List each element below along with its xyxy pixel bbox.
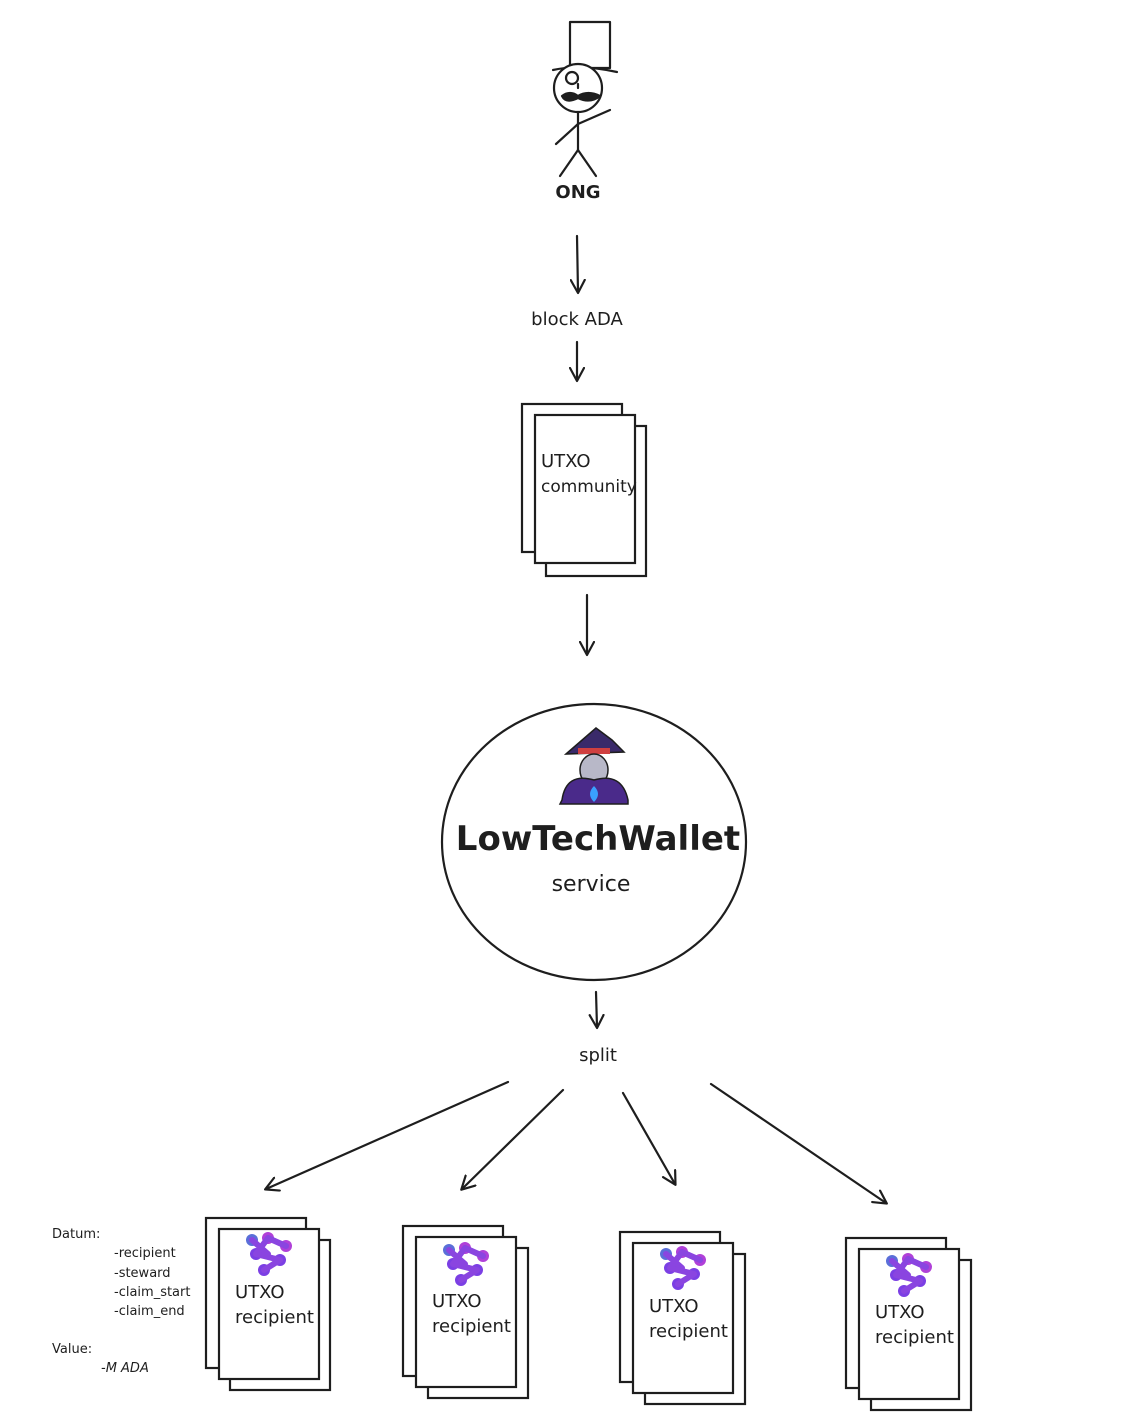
lowtechwallet-service: LowTechWallet service	[440, 702, 748, 982]
datum-title: Datum:	[52, 1227, 100, 1242]
recipient-utxo-line2: recipient	[649, 1321, 728, 1342]
recipient-utxo-card: UTXO recipient	[204, 1216, 332, 1392]
community-utxo-card: UTXO community	[520, 402, 648, 578]
community-utxo-line1: UTXO	[541, 451, 591, 472]
recipient-utxo-line1: UTXO	[235, 1282, 285, 1303]
stick-figure-icon	[552, 62, 612, 178]
service-title: LowTechWallet	[456, 819, 740, 859]
arrow-split-to-recipient-4	[709, 1082, 886, 1203]
wizard-icon	[558, 727, 629, 805]
arrow-service-to-split	[596, 990, 597, 1027]
recipient-utxo-line2: recipient	[235, 1307, 314, 1328]
datum-field: -recipient	[114, 1246, 176, 1261]
value-title: Value:	[52, 1342, 92, 1357]
arrow-ong-to-block	[577, 234, 578, 292]
recipient-utxo-line1: UTXO	[875, 1302, 925, 1323]
datum-field: -steward	[114, 1266, 171, 1281]
recipient-utxo-line2: recipient	[875, 1327, 954, 1348]
datum-field: -claim_start	[114, 1285, 190, 1300]
arrow-split-to-recipient-2	[462, 1088, 565, 1189]
ong-label: ONG	[555, 182, 600, 203]
recipient-utxo-line1: UTXO	[432, 1291, 482, 1312]
recipient-utxo-line2: recipient	[432, 1316, 511, 1337]
top-hat-icon	[551, 20, 619, 74]
datum-field: -claim_end	[114, 1304, 185, 1319]
split-label: split	[579, 1045, 617, 1066]
recipient-utxo-card: UTXO recipient	[401, 1224, 530, 1400]
service-subtitle: service	[552, 872, 631, 897]
block-ada-label: block ADA	[531, 309, 623, 330]
community-utxo-line2: community	[541, 477, 637, 497]
recipient-utxo-card: UTXO recipient	[844, 1236, 973, 1412]
value-amount: -M ADA	[101, 1361, 149, 1376]
datum-note: Datum: -recipient -steward -claim_start …	[52, 1227, 190, 1376]
arrow-split-to-recipient-1	[266, 1080, 510, 1189]
recipient-utxo-line1: UTXO	[649, 1296, 699, 1317]
arrow-split-to-recipient-3	[621, 1091, 675, 1184]
recipient-utxo-card: UTXO recipient	[618, 1230, 747, 1406]
ong-actor: ONG	[551, 20, 619, 203]
